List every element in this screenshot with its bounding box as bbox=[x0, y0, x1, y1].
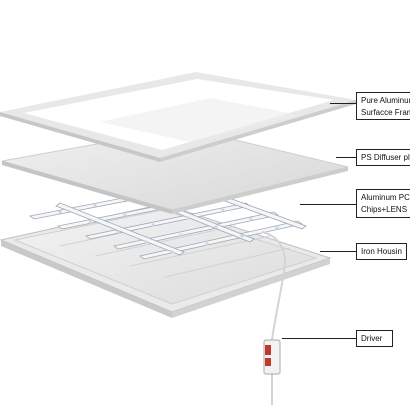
diffuser-plate bbox=[1, 127, 349, 214]
iron-housing bbox=[0, 203, 332, 318]
diffuser-label-text: PS Diffuser pl bbox=[361, 153, 410, 162]
frame-label: Pure Aluminum Surfacce Fram bbox=[356, 92, 410, 120]
frame-label-line2: Surfacce Fram bbox=[361, 108, 410, 117]
driver-assembly bbox=[261, 231, 286, 405]
aluminum-frame bbox=[0, 72, 356, 162]
pcb-leader-line bbox=[300, 204, 356, 205]
housing-leader-line bbox=[320, 251, 356, 252]
pcb-label-line2: Chips+LENS bbox=[361, 205, 408, 214]
frame-label-line1: Pure Aluminum bbox=[361, 96, 410, 105]
diffuser-leader-line bbox=[336, 157, 356, 158]
diffuser-label: PS Diffuser pl bbox=[356, 149, 410, 166]
pcb-label: Aluminum PC Chips+LENS bbox=[356, 189, 410, 218]
housing-label-text: Iron Housin bbox=[361, 247, 402, 256]
housing-label: Iron Housin bbox=[356, 243, 407, 260]
driver-label: Driver bbox=[356, 330, 393, 347]
driver-leader-line bbox=[282, 338, 356, 339]
driver-label-text: Driver bbox=[361, 334, 383, 343]
frame-leader-line bbox=[330, 103, 356, 104]
pcb-label-line1: Aluminum PC bbox=[361, 193, 410, 202]
